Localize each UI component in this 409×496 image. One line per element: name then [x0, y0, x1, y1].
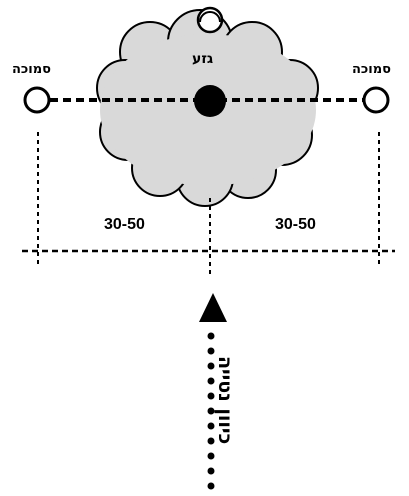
direction-arrow-dots: [207, 332, 215, 490]
support-right-label: סמוכה: [352, 62, 391, 77]
top-marker-inner: [199, 11, 221, 23]
distance-left-label: 30-50: [104, 216, 145, 233]
support-right-circle: [362, 86, 390, 114]
arrow-direction-label: כיוון נטייה: [214, 356, 236, 445]
trunk-circle: [194, 85, 226, 117]
support-left-label: סמוכה: [12, 62, 51, 77]
support-left-circle: [23, 86, 51, 114]
trunk-label: גזע: [192, 51, 214, 67]
distance-right-label: 30-50: [275, 216, 316, 233]
direction-arrow-head: [199, 293, 227, 322]
